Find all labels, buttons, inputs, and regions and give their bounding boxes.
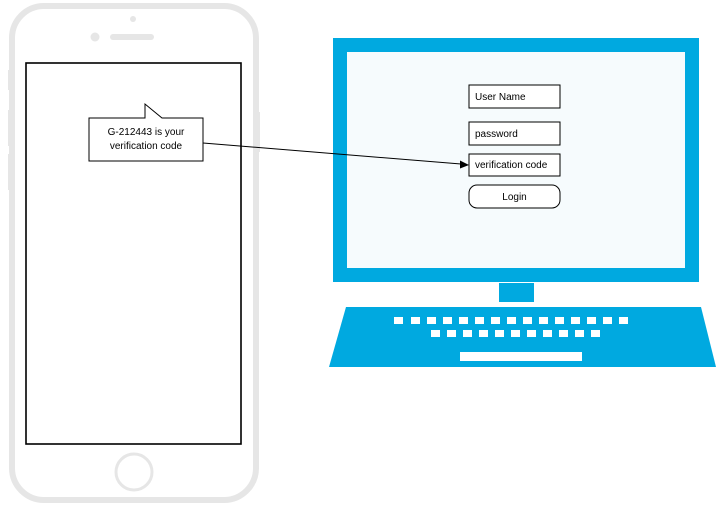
phone-camera: [90, 32, 100, 42]
key: [619, 317, 628, 324]
phone-sensor: [130, 16, 136, 22]
sms-text-line1: G-212443 is your: [108, 127, 185, 138]
key: [603, 317, 612, 324]
phone-home-button: [114, 452, 154, 492]
username-placeholder: User Name: [475, 92, 526, 103]
laptop-hinge: [499, 283, 534, 302]
key: [447, 330, 456, 337]
key: [443, 317, 452, 324]
key: [559, 330, 568, 337]
spacebar: [460, 352, 582, 361]
keyboard-keys: [394, 317, 628, 361]
key: [523, 317, 532, 324]
key: [511, 330, 520, 337]
login-button[interactable]: [468, 184, 561, 209]
sms-text-line2: verification code: [110, 141, 183, 152]
phone-speaker: [110, 34, 154, 40]
key: [431, 330, 440, 337]
key: [459, 317, 468, 324]
username-field[interactable]: [468, 84, 561, 109]
key: [575, 330, 584, 337]
speech-bubble-shape: [88, 102, 204, 162]
password-field[interactable]: [468, 121, 561, 146]
key: [543, 330, 552, 337]
key: [587, 317, 596, 324]
key: [539, 317, 548, 324]
key: [495, 330, 504, 337]
sms-message-bubble: G-212443 is your verification code: [88, 102, 204, 162]
arrow-line: [202, 142, 462, 165]
key: [475, 317, 484, 324]
code-transfer-arrow: [202, 142, 469, 169]
key: [527, 330, 536, 337]
key: [411, 317, 420, 324]
key: [571, 317, 580, 324]
password-placeholder: password: [475, 129, 518, 140]
key: [463, 330, 472, 337]
key: [555, 317, 564, 324]
login-button-label: Login: [502, 192, 526, 203]
key: [427, 317, 436, 324]
verification-code-placeholder: verification code: [475, 160, 548, 171]
key: [479, 330, 488, 337]
key: [394, 317, 403, 324]
arrow-head: [460, 160, 469, 169]
key: [591, 330, 600, 337]
key: [507, 317, 516, 324]
key: [491, 317, 500, 324]
smartphone: [8, 3, 260, 503]
